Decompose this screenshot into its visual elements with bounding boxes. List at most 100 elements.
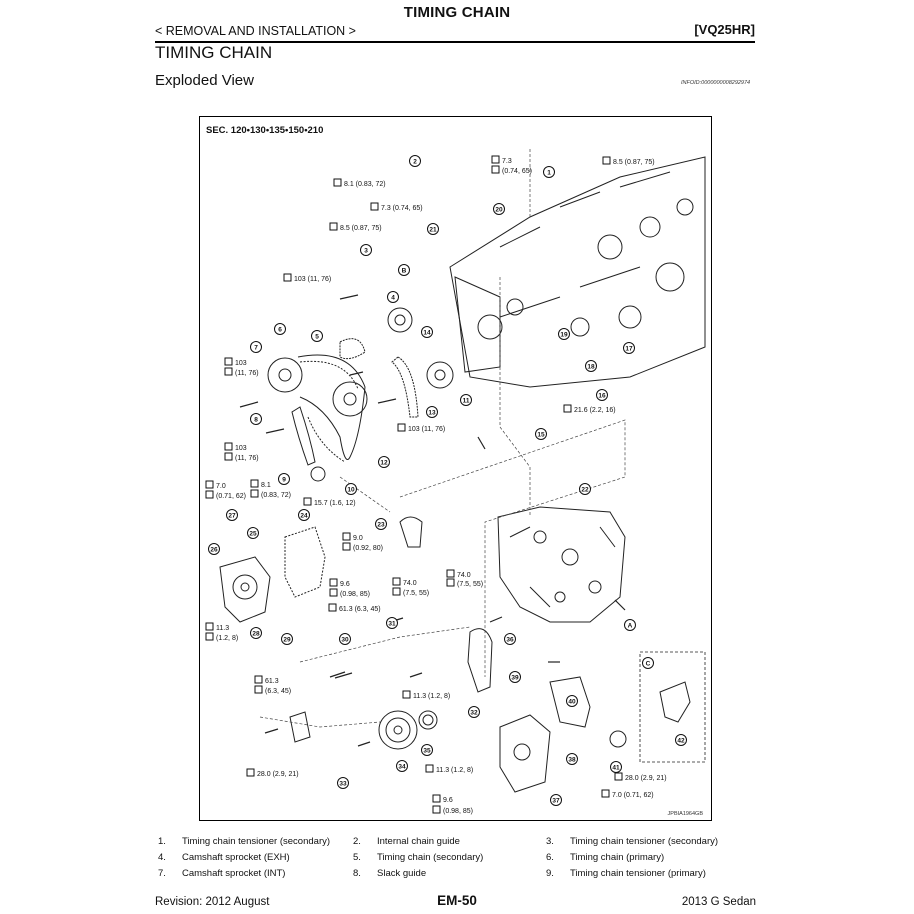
part-callout: 27 — [226, 509, 238, 521]
callout-circle — [468, 706, 480, 718]
torque-spec-label: 103 — [235, 445, 247, 452]
torque-wrench-icon — [432, 805, 441, 814]
torque-spec-label: 11.3 — [216, 625, 229, 632]
part-callout: 25 — [247, 527, 259, 539]
torque-spec-label: 11.3 (1.2, 8) — [413, 693, 450, 700]
callout-number: 38 — [568, 756, 576, 763]
part-callout: 18 — [585, 360, 597, 372]
part-callout: 22 — [579, 483, 591, 495]
torque-spec-label: 7.0 (0.71, 62) — [612, 792, 654, 799]
callout-circle — [360, 244, 372, 256]
callout-circle — [396, 760, 408, 772]
engine-block-drawing — [449, 156, 706, 388]
legend-item: 7.Camshaft sprocket (INT) — [158, 868, 285, 879]
legend-label: Timing chain (primary) — [570, 852, 665, 863]
callout-number: 40 — [568, 698, 576, 705]
callout-circle — [493, 203, 505, 215]
callout-number: 32 — [470, 709, 478, 716]
part-callout: 20 — [493, 203, 505, 215]
subsection-title: Exploded View — [155, 72, 254, 89]
detail-view-c — [639, 651, 706, 763]
callout-circle — [337, 777, 349, 789]
info-id: INFOID:0000000008292974 — [681, 80, 751, 86]
callout-number: 18 — [587, 363, 595, 370]
callout-circle — [375, 518, 387, 530]
part-callout: 6 — [274, 323, 286, 335]
callout-number: 29 — [283, 636, 291, 643]
torque-wrench-icon — [205, 622, 214, 631]
callout-number: 22 — [581, 486, 589, 493]
legend-label: Timing chain tensioner (secondary) — [570, 836, 719, 847]
torque-spec-label: (7.5, 55) — [403, 590, 429, 597]
timing-chain-drawing — [267, 307, 454, 482]
part-callout: 8 — [250, 413, 262, 425]
part-callout: 30 — [339, 633, 351, 645]
torque-spec-label: 103 (11, 76) — [294, 276, 331, 283]
callout-circle — [558, 328, 570, 340]
callout-numbers: 1234567891011121314151617181920212223242… — [208, 155, 687, 806]
legend-number: 3. — [546, 836, 554, 847]
part-callout: 17 — [623, 342, 635, 354]
part-callout: 9 — [278, 473, 290, 485]
callout-circle — [504, 633, 516, 645]
part-callout: 14 — [421, 326, 433, 338]
torque-wrench-icon — [432, 794, 441, 803]
callout-circle — [566, 753, 578, 765]
callout-circle — [543, 166, 555, 178]
torque-spec-label: 103 — [235, 360, 247, 367]
torque-spec-label: 74.0 — [457, 572, 471, 579]
torque-wrench-icon — [329, 222, 338, 231]
torque-spec-label: (0.74, 65) — [502, 168, 532, 175]
torque-wrench-icon — [224, 367, 233, 376]
torque-spec-label: 8.1 (0.83, 72) — [344, 181, 386, 188]
callout-number: 6 — [278, 326, 282, 333]
part-callout: 19 — [558, 328, 570, 340]
callout-circle — [426, 406, 438, 418]
part-callout: 10 — [345, 483, 357, 495]
torque-spec-label: 9.6 — [340, 581, 350, 588]
callout-circle — [278, 473, 290, 485]
torque-wrench-icon — [397, 423, 406, 432]
part-callout: 21 — [427, 223, 439, 235]
legend-number: 2. — [353, 836, 361, 847]
legend-label: Internal chain guide — [377, 836, 460, 847]
callout-number: 20 — [495, 206, 503, 213]
callout-circle — [298, 509, 310, 521]
torque-spec-label: (7.5, 55) — [457, 581, 483, 588]
torque-spec-label: 28.0 (2.9, 21) — [625, 775, 667, 782]
torque-wrench-icon — [246, 768, 255, 777]
callout-circle — [535, 428, 547, 440]
part-callout: 28 — [250, 627, 262, 639]
legend-item: 8.Slack guide — [353, 868, 426, 879]
callout-number: 2 — [413, 158, 417, 165]
torque-spec-label: 7.3 — [502, 158, 512, 165]
callout-number: 15 — [537, 431, 545, 438]
legend-label: Timing chain tensioner (primary) — [570, 868, 706, 879]
callout-number: 37 — [552, 797, 560, 804]
view-reference-label: A — [628, 623, 633, 630]
callout-number: 23 — [377, 521, 385, 528]
torque-spec-label: (1.2, 8) — [216, 635, 238, 642]
callout-number: 17 — [625, 345, 633, 352]
legend-item: 1.Timing chain tensioner (secondary) — [158, 836, 330, 847]
callout-circle — [460, 394, 472, 406]
part-callout: 36 — [504, 633, 516, 645]
legend-number: 1. — [158, 836, 166, 847]
callout-number: 11 — [463, 397, 470, 404]
callout-circle — [250, 627, 262, 639]
bolt-drawings — [239, 294, 626, 747]
torque-spec-label: 7.3 (0.74, 65) — [381, 205, 423, 212]
callout-number: 12 — [380, 459, 388, 466]
callout-number: 33 — [339, 780, 347, 787]
footer-page-number: EM-50 — [437, 893, 477, 908]
callout-number: 28 — [252, 630, 260, 637]
torque-wrench-icon — [446, 569, 455, 578]
legend-number: 4. — [158, 852, 166, 863]
part-callout: 7 — [250, 341, 262, 353]
torque-wrench-icon — [402, 690, 411, 699]
torque-wrench-icon — [224, 357, 233, 366]
view-reference-label: C — [646, 661, 651, 668]
callout-number: 4 — [391, 294, 395, 301]
callout-circle — [675, 734, 687, 746]
part-callout: 35 — [421, 744, 433, 756]
